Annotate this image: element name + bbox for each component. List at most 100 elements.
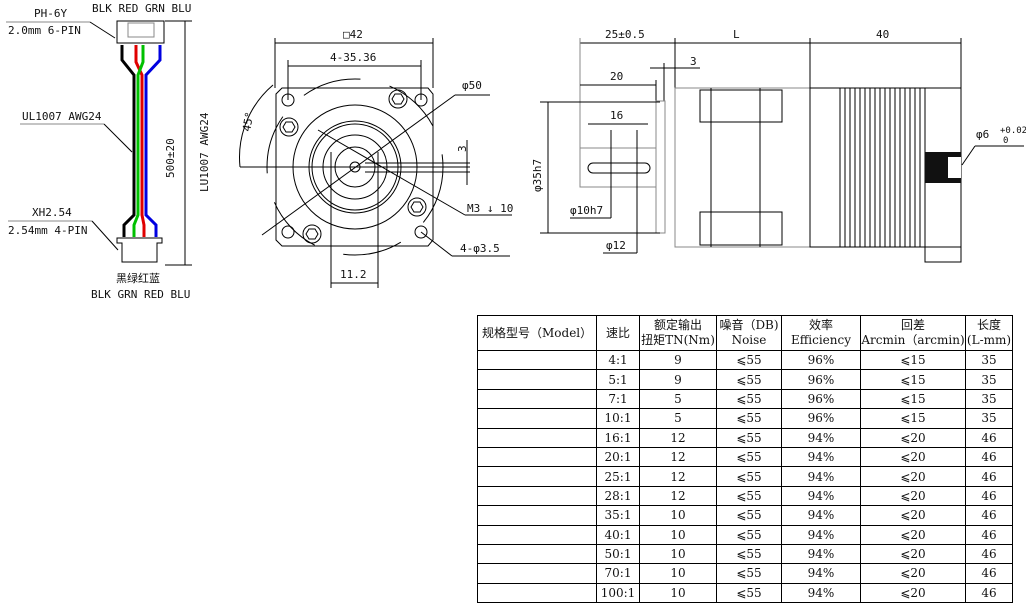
cell-length: 46 [965, 427, 1013, 448]
bottom-connector-pitch: 2.54mm 4-PIN [8, 224, 87, 237]
cell-ratio: 7:1 [596, 388, 640, 410]
cell-backlash: ⩽20 [860, 446, 966, 468]
key-outer-dimension: 20 [610, 70, 623, 83]
cell-backlash: ⩽15 [860, 388, 966, 410]
side-wire-label: LU1007 AWG24 [198, 112, 211, 192]
cell-torque: 5 [639, 408, 717, 429]
cell-efficiency: 94% [781, 524, 861, 545]
header-noise: 噪音（DB)Noise [716, 315, 782, 351]
cable-diagram: BLK RED GRN BLU PH-6Y 2.0mm 6-PIN UL1007… [6, 2, 211, 301]
cell-noise: ⩽55 [716, 582, 782, 604]
cell-noise: ⩽55 [716, 563, 782, 584]
cell-efficiency: 94% [781, 505, 861, 526]
cell-efficiency: 96% [781, 349, 861, 371]
tolerance-lower: 0 [1003, 136, 1008, 146]
cell-noise: ⩽55 [716, 408, 782, 429]
cell-backlash: ⩽20 [860, 543, 966, 565]
tolerance-upper: +0.02 [1000, 126, 1026, 136]
cell-efficiency: 94% [781, 446, 861, 468]
cell-torque: 9 [639, 349, 717, 371]
shaft-length-dimension: 25±0.5 [605, 28, 645, 41]
cell-torque: 10 [639, 563, 717, 584]
bottom-wire-colors: BLK GRN RED BLU [91, 288, 190, 301]
cell-length: 46 [965, 582, 1013, 604]
cell-model [477, 349, 597, 371]
cell-backlash: ⩽20 [860, 485, 966, 507]
cell-torque: 12 [639, 446, 717, 468]
cell-noise: ⩽55 [716, 388, 782, 410]
shaft-flat-dimension: 11.2 [340, 268, 367, 281]
cell-efficiency: 94% [781, 582, 861, 604]
cell-ratio: 28:1 [596, 485, 640, 507]
cell-backlash: ⩽15 [860, 408, 966, 429]
cell-length: 35 [965, 408, 1013, 429]
cell-ratio: 70:1 [596, 563, 640, 584]
cell-ratio: 25:1 [596, 466, 640, 487]
cell-torque: 12 [639, 427, 717, 448]
cell-noise: ⩽55 [716, 446, 782, 468]
wire-label: UL1007 AWG24 [22, 110, 102, 123]
cell-backlash: ⩽20 [860, 505, 966, 526]
angle-dimension: 45° [240, 111, 256, 133]
cell-backlash: ⩽15 [860, 369, 966, 390]
cell-efficiency: 96% [781, 388, 861, 410]
top-connector-label: PH-6Y [34, 7, 67, 20]
cell-length: 46 [965, 446, 1013, 468]
cell-efficiency: 94% [781, 466, 861, 487]
cell-efficiency: 94% [781, 543, 861, 565]
cell-backlash: ⩽20 [860, 524, 966, 545]
table-header-row: 规格型号（Model） 速比 额定输出扭矩TN(Nm) 噪音（DB)Noise … [477, 315, 1013, 351]
square-dimension: □42 [343, 28, 363, 41]
cell-noise: ⩽55 [716, 466, 782, 487]
motor-shaft-diameter: φ6 [976, 128, 989, 141]
cell-ratio: 4:1 [596, 349, 640, 371]
cell-model [477, 427, 597, 448]
cell-noise: ⩽55 [716, 369, 782, 390]
cell-backlash: ⩽15 [860, 349, 966, 371]
top-connector [116, 20, 165, 44]
cell-efficiency: 94% [781, 563, 861, 584]
cell-length: 46 [965, 524, 1013, 545]
bottom-connector-label: XH2.54 [32, 206, 72, 219]
cell-torque: 10 [639, 582, 717, 604]
cell-torque: 10 [639, 543, 717, 565]
cell-model [477, 563, 597, 584]
bottom-connector [116, 237, 163, 263]
cell-backlash: ⩽20 [860, 563, 966, 584]
spec-table: 规格型号（Model） 速比 额定输出扭矩TN(Nm) 噪音（DB)Noise … [477, 315, 1013, 604]
key-dimension: 3 [456, 145, 469, 152]
cell-model [477, 388, 597, 410]
top-connector-pitch: 2.0mm 6-PIN [8, 24, 81, 37]
key-length-dimension: 16 [610, 109, 623, 122]
cell-ratio: 35:1 [596, 505, 640, 526]
cell-efficiency: 96% [781, 369, 861, 390]
cell-model [477, 524, 597, 545]
cell-ratio: 50:1 [596, 543, 640, 565]
cell-model [477, 582, 597, 604]
cell-efficiency: 94% [781, 485, 861, 507]
cell-noise: ⩽55 [716, 524, 782, 545]
cell-torque: 12 [639, 466, 717, 487]
cell-noise: ⩽55 [716, 485, 782, 507]
cell-ratio: 20:1 [596, 446, 640, 468]
side-view: 25±0.5 L 40 3 20 16 φ35h7 φ10h7 φ12 φ6 [531, 28, 1026, 263]
cell-torque: 5 [639, 388, 717, 410]
header-model: 规格型号（Model） [477, 315, 597, 351]
cell-ratio: 5:1 [596, 369, 640, 390]
cell-backlash: ⩽20 [860, 582, 966, 604]
cell-torque: 10 [639, 505, 717, 526]
mounting-holes: 4-φ3.5 [460, 242, 500, 255]
cell-noise: ⩽55 [716, 349, 782, 371]
cell-ratio: 10:1 [596, 408, 640, 429]
cell-model [477, 408, 597, 429]
cell-torque: 9 [639, 369, 717, 390]
